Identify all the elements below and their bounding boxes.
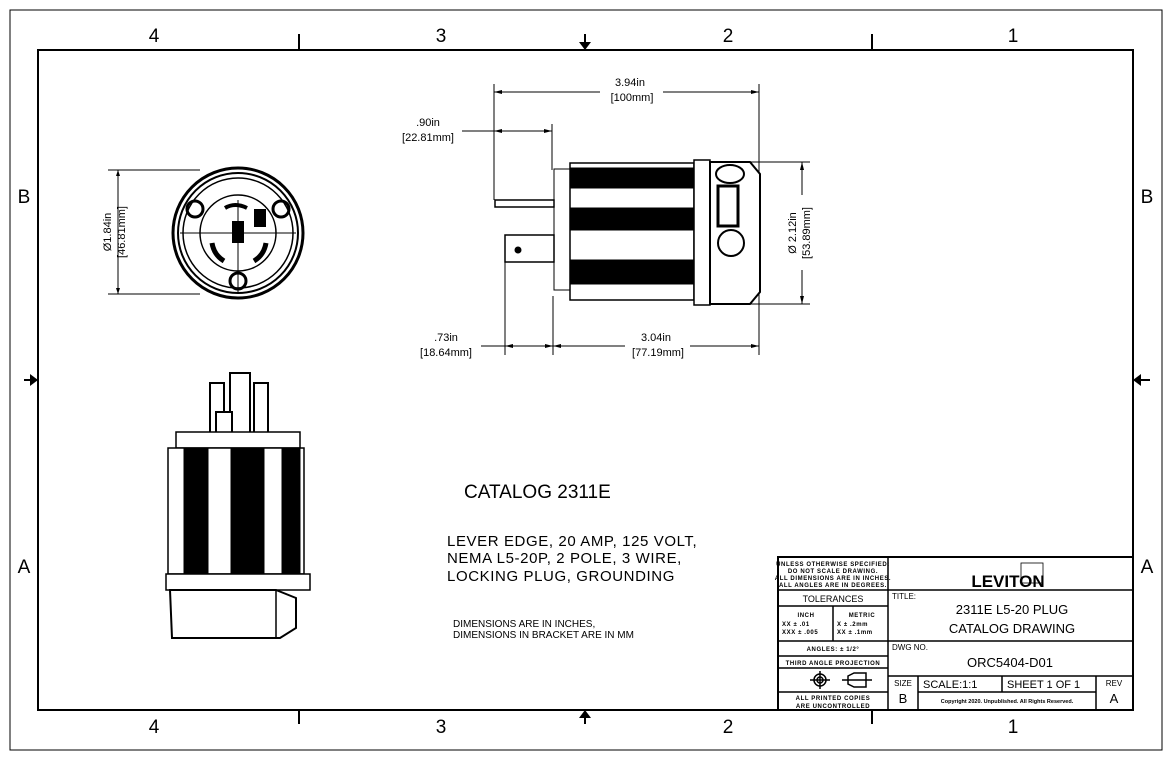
zone-top-3: 3 — [436, 26, 447, 47]
third-angle-projection-icon — [810, 671, 872, 689]
zone-left-b: B — [18, 187, 31, 208]
revision: A — [1110, 691, 1119, 706]
units-note-1: DIMENSIONS ARE IN INCHES, — [453, 619, 595, 630]
units-note-2: DIMENSIONS IN BRACKET ARE IN MM — [453, 630, 634, 641]
overall-length-mm: [100mm] — [611, 92, 654, 104]
sheet-size: B — [899, 691, 908, 706]
inch-label: INCH — [797, 613, 814, 619]
description-line-2: NEMA L5-20P, 2 POLE, 3 WIRE, — [447, 550, 682, 567]
size-label: SIZE — [894, 679, 912, 688]
front-diameter-in: Ø1.84in — [102, 213, 114, 252]
description-line-1: LEVER EDGE, 20 AMP, 125 VOLT, — [447, 533, 697, 550]
zone-top-4: 4 — [149, 26, 160, 47]
side-diameter-in: Ø 2.12in — [787, 212, 799, 254]
unless-line-4: ALL ANGLES ARE IN DEGREES. — [779, 583, 887, 589]
uncontrolled-line-2: ARE UNCONTROLLED — [796, 704, 870, 710]
inch-row-1: XX ± .01 — [782, 622, 810, 628]
inch-row-2: XXX ± .005 — [782, 630, 818, 636]
leviton-logo: LEVITON — [971, 572, 1044, 591]
zone-markers: 4 3 2 1 4 3 2 1 B A B A — [18, 26, 1154, 738]
unless-line-1: UNLESS OTHERWISE SPECIFIED: — [776, 562, 890, 568]
front-view: Ø1.84in [46.81mm] — [102, 166, 305, 300]
zone-top-1: 1 — [1008, 26, 1019, 47]
description-line-3: LOCKING PLUG, GROUNDING — [447, 568, 675, 585]
unless-line-3: ALL DIMENSIONS ARE IN INCHES. — [775, 576, 891, 582]
drawing-number: ORC5404-D01 — [967, 655, 1053, 670]
zone-bottom-3: 3 — [436, 717, 447, 738]
side-diameter-mm: [53.89mm] — [801, 207, 813, 259]
overall-length-in: 3.94in — [615, 77, 645, 89]
metric-label: METRIC — [849, 613, 876, 619]
blade-length-mm: [22.81mm] — [402, 132, 454, 144]
zone-right-b: B — [1141, 187, 1154, 208]
blade-length-in: .90in — [416, 117, 440, 129]
sheet-number: SHEET 1 OF 1 — [1007, 679, 1080, 691]
zone-bottom-4: 4 — [149, 717, 160, 738]
ground-length-in: .73in — [434, 332, 458, 344]
copyright: Copyright 2020. Unpublished. All Rights … — [941, 699, 1074, 705]
drawing-title-line-1: 2311E L5-20 PLUG — [956, 602, 1069, 617]
center-arrow-right — [1133, 374, 1141, 386]
scale: SCALE:1:1 — [923, 679, 977, 691]
center-arrow-top — [579, 42, 591, 50]
ground-length-mm: [18.64mm] — [420, 347, 472, 359]
tolerances-label: TOLERANCES — [803, 594, 864, 604]
side-view — [494, 159, 761, 306]
catalog-number: CATALOG 2311E — [464, 482, 611, 503]
metric-row-1: X ± .2mm — [837, 622, 868, 628]
zone-right-a: A — [1141, 557, 1154, 578]
unless-line-2: DO NOT SCALE DRAWING. — [788, 569, 878, 575]
zone-bottom-1: 1 — [1008, 717, 1019, 738]
projection-label: THIRD ANGLE PROJECTION — [786, 661, 881, 667]
angles-tolerance: ANGLES: ± 1/2° — [807, 647, 860, 653]
front-diameter-mm: [46.81mm] — [116, 206, 128, 258]
rev-label: REV — [1106, 679, 1123, 688]
dwg-no-label: DWG NO. — [892, 643, 928, 652]
drawing-title-line-2: CATALOG DRAWING — [949, 621, 1075, 636]
body-length-in: 3.04in — [641, 332, 671, 344]
metric-row-2: XX ± .1mm — [837, 630, 873, 636]
title-block: UNLESS OTHERWISE SPECIFIED: DO NOT SCALE… — [775, 556, 1134, 711]
center-arrow-bottom — [579, 710, 591, 718]
center-arrow-left — [30, 374, 38, 386]
uncontrolled-line-1: ALL PRINTED COPIES — [796, 696, 871, 702]
zone-top-2: 2 — [723, 26, 734, 47]
body-length-mm: [77.19mm] — [632, 347, 684, 359]
zone-bottom-2: 2 — [723, 717, 734, 738]
title-label: TITLE: — [892, 592, 916, 601]
zone-left-a: A — [18, 557, 31, 578]
outer-border — [9, 9, 1163, 751]
top-view — [165, 372, 311, 639]
